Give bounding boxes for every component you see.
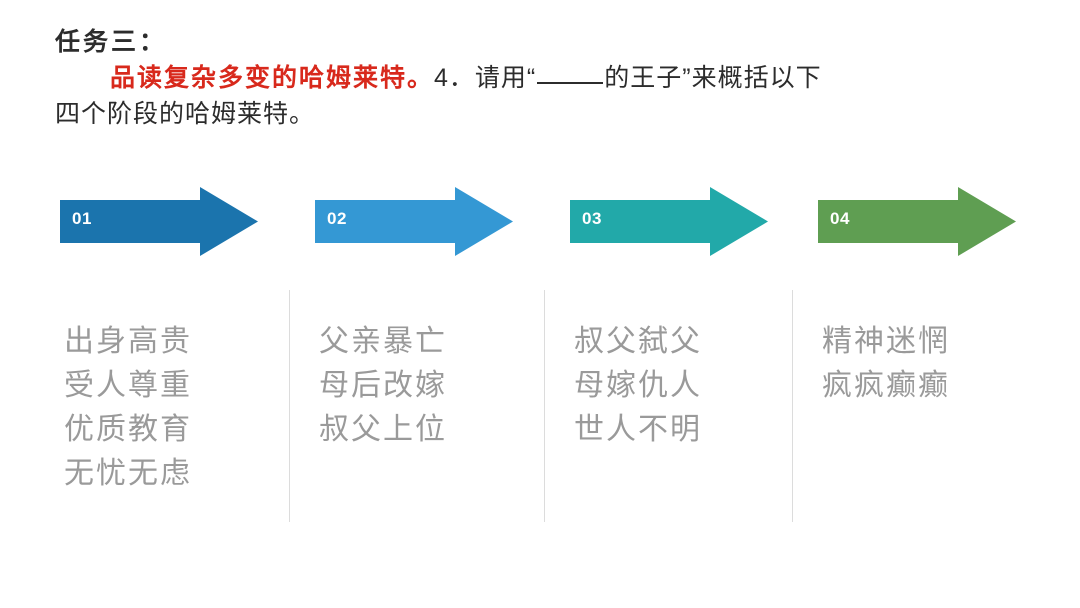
stage-text-line: 疯疯癫癫 <box>822 369 950 402</box>
question-mid: 的王子”来概括以下 <box>604 64 822 92</box>
stage-column-02: 父亲暴亡母后改嫁叔父上位 <box>289 288 547 524</box>
column-divider <box>792 290 793 522</box>
arrow-shape-icon <box>315 187 513 256</box>
arrow-shape-icon <box>60 187 258 256</box>
stage-text-line: 精神迷惘 <box>822 325 950 358</box>
arrow-shape-icon <box>570 187 768 256</box>
prompt-line-1: 品读复杂多变的哈姆莱特。4．请用“ 的王子”来概括以下 <box>55 60 1030 96</box>
stage-arrow-01: 01 <box>60 183 260 260</box>
stage-text-line: 优质教育 <box>64 413 192 446</box>
stage-lines-04: 精神迷惘疯疯癫癫 <box>822 320 1048 408</box>
stage-lines-01: 出身高贵受人尊重优质教育无忧无虑 <box>64 320 290 496</box>
stage-text-line: 母嫁仇人 <box>574 369 702 402</box>
stage-arrow-03: 03 <box>570 183 770 260</box>
stage-lines-02: 父亲暴亡母后改嫁叔父上位 <box>319 320 545 452</box>
prompt-line-2: 四个阶段的哈姆莱特。 <box>55 100 316 128</box>
column-divider <box>289 290 290 522</box>
stage-column-01: 出身高贵受人尊重优质教育无忧无虑 <box>56 288 292 524</box>
highlight-text: 品读复杂多变的哈姆莱特。 <box>110 64 435 92</box>
stage-arrow-04: 04 <box>818 183 1018 260</box>
stage-lines-03: 叔父弑父母嫁仇人世人不明 <box>574 320 800 452</box>
stage-arrow-row: 01 02 03 04 <box>0 183 1080 263</box>
arrow-shape-icon <box>818 187 1016 256</box>
stage-text-line: 无忧无虑 <box>64 457 192 490</box>
stage-text-line: 父亲暴亡 <box>319 325 447 358</box>
answer-blank <box>537 82 604 84</box>
stage-number-03: 03 <box>582 209 602 228</box>
stage-arrow-02: 02 <box>315 183 515 260</box>
stage-number-04: 04 <box>830 209 850 228</box>
stage-column-04: 精神迷惘疯疯癫癫 <box>792 288 1050 524</box>
stage-number-01: 01 <box>72 209 92 228</box>
header-block: 任务三： 品读复杂多变的哈姆莱特。4．请用“ 的王子”来概括以下 四个阶段的哈姆莱… <box>55 24 1030 132</box>
stage-text-columns: 出身高贵受人尊重优质教育无忧无虑 父亲暴亡母后改嫁叔父上位 叔父弑父母嫁仇人世人… <box>0 288 1080 528</box>
stage-text-line: 叔父弑父 <box>574 325 702 358</box>
task-title: 任务三： <box>55 28 168 56</box>
stage-column-03: 叔父弑父母嫁仇人世人不明 <box>544 288 802 524</box>
stage-text-line: 世人不明 <box>574 413 702 446</box>
stage-text-line: 受人尊重 <box>64 369 192 402</box>
stage-text-line: 叔父上位 <box>319 413 447 446</box>
question-number: 4．请用“ <box>434 64 537 92</box>
column-divider <box>544 290 545 522</box>
stage-number-02: 02 <box>327 209 347 228</box>
stage-text-line: 母后改嫁 <box>319 369 447 402</box>
stage-text-line: 出身高贵 <box>64 325 192 358</box>
